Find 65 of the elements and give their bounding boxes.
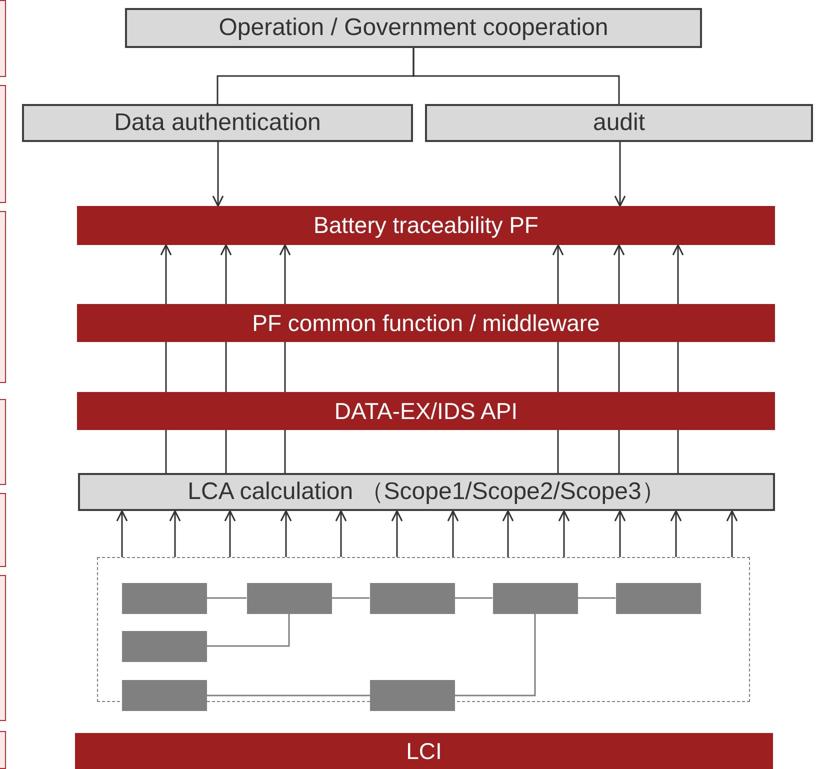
connector-line <box>207 694 370 696</box>
layer-bar <box>77 206 775 245</box>
arrow <box>116 510 128 557</box>
arrow <box>502 510 514 557</box>
arrow <box>614 142 626 207</box>
arrow <box>169 510 181 557</box>
connector-line <box>206 597 246 599</box>
box-label: PF common function / middleware <box>252 312 600 334</box>
connector-line <box>225 342 227 392</box>
arrow <box>224 510 236 557</box>
connector-line <box>206 614 290 647</box>
process-block <box>492 582 578 614</box>
process-block <box>122 582 206 614</box>
connector-line <box>225 430 227 473</box>
process-box <box>425 104 813 142</box>
connector-line <box>578 597 616 599</box>
box-label: audit <box>592 111 646 135</box>
arrow <box>558 510 570 557</box>
arrow <box>447 510 459 557</box>
connector-line <box>454 597 492 599</box>
box-label: LCI <box>406 740 442 762</box>
connector-line <box>557 430 559 473</box>
process-block <box>370 680 455 711</box>
connector-line <box>618 430 620 473</box>
arrow <box>280 510 292 557</box>
arrow <box>726 510 738 557</box>
box-label: LCA calculation （Scope1/Scope2/Scope3） <box>188 480 666 504</box>
arrow <box>279 244 291 304</box>
arrow <box>552 244 564 304</box>
connector-line <box>412 48 620 104</box>
arrow <box>212 142 224 207</box>
process-box <box>22 104 413 142</box>
arrow <box>670 510 682 557</box>
arrow <box>220 244 232 304</box>
connector-line <box>165 342 167 392</box>
box-label: DATA-EX/IDS API <box>334 400 518 422</box>
arrow <box>160 244 172 304</box>
arrow <box>335 510 347 557</box>
layer-bar <box>77 392 775 430</box>
connector-line <box>332 597 370 599</box>
arrow <box>391 510 403 557</box>
arrow <box>614 510 626 557</box>
process-block <box>370 582 454 614</box>
dashed-group-box <box>97 557 750 702</box>
box-label: Operation / Government cooperation <box>218 16 608 40</box>
layer-bar <box>75 733 773 769</box>
box-label: Data authentication <box>114 111 321 135</box>
process-box <box>125 8 702 48</box>
connector-line <box>677 430 679 473</box>
process-block <box>246 582 332 614</box>
process-block <box>616 582 700 614</box>
arrow <box>613 244 625 304</box>
connector-line <box>284 342 286 392</box>
connector-line <box>557 342 559 392</box>
box-label: Battery traceability PF <box>314 214 538 237</box>
arrow <box>672 244 684 304</box>
connector-line <box>165 430 167 473</box>
layer-bar <box>77 304 775 342</box>
connector-line <box>618 342 620 392</box>
process-block <box>122 680 207 711</box>
process-box <box>78 473 775 511</box>
connector-line <box>677 342 679 392</box>
connector-line <box>455 614 536 696</box>
process-block <box>122 630 206 662</box>
connector-line <box>284 430 286 473</box>
